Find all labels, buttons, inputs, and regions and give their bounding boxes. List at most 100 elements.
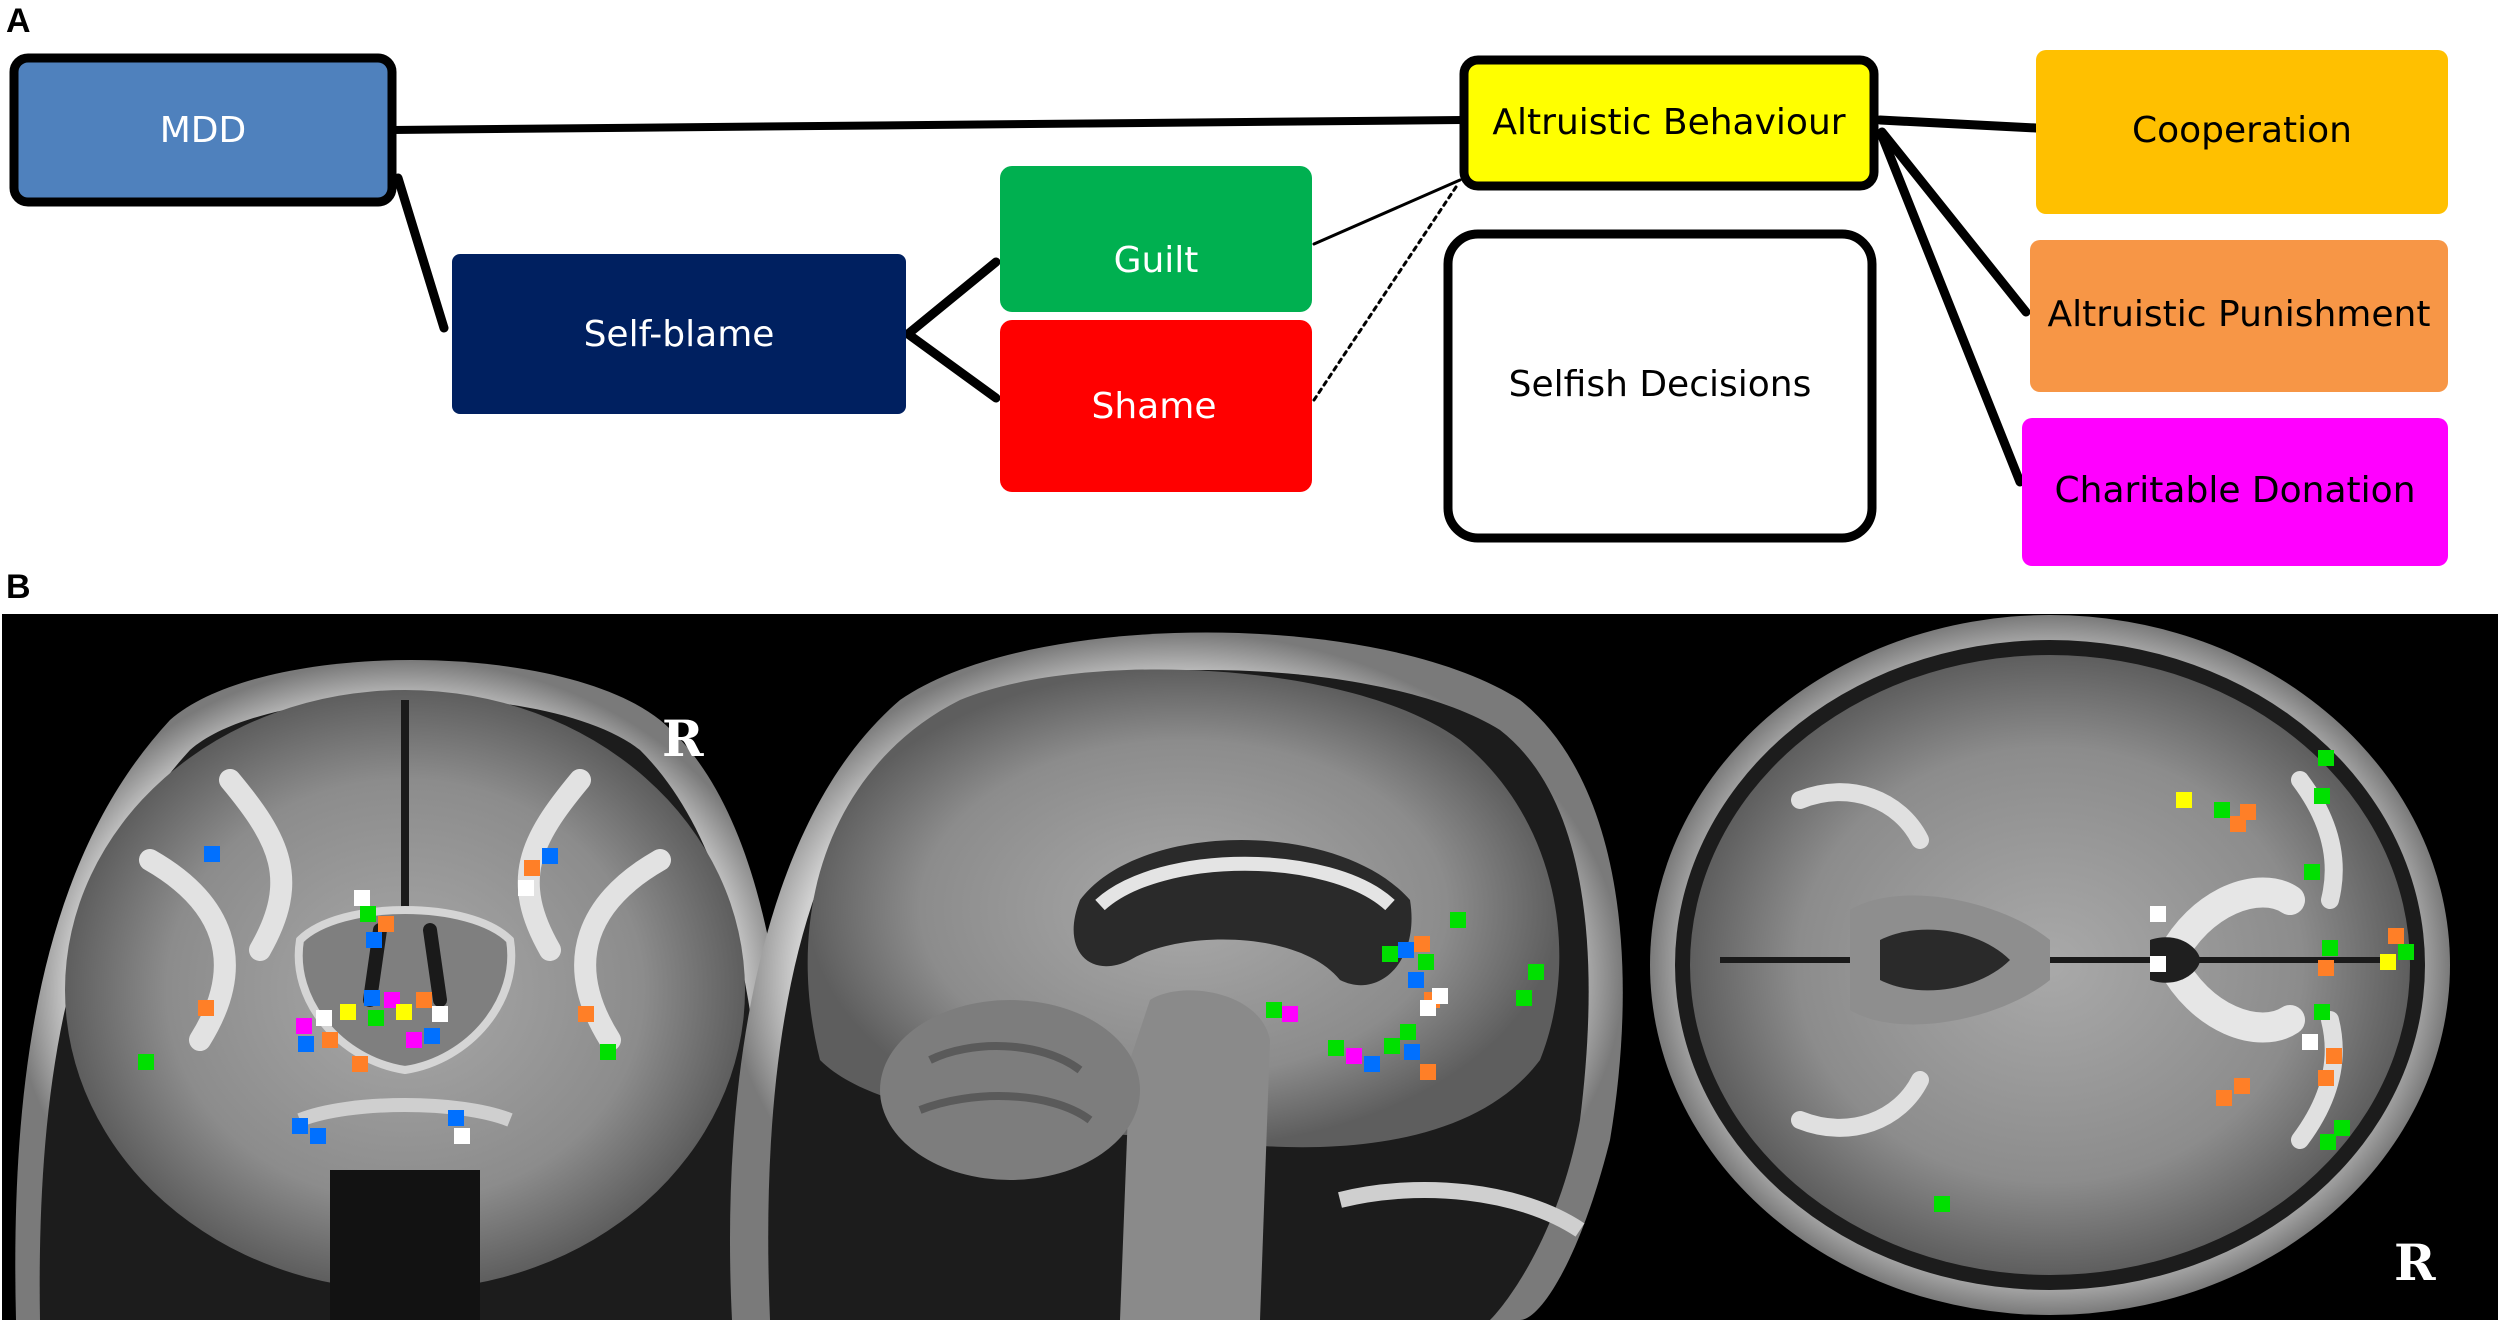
edge-guilt-altruistic (1312, 178, 1462, 246)
edge-shame-altruistic (1312, 182, 1460, 402)
panel-letter-b: B (6, 568, 31, 606)
marker-green (2314, 788, 2330, 804)
marker-orange (2318, 960, 2334, 976)
node-mdd: MDD (9, 53, 397, 207)
marker-green (360, 906, 376, 922)
marker-green (1934, 1196, 1950, 1212)
marker-green (1418, 954, 1434, 970)
node-selfish-decisions-label: Selfish Decisions (1509, 364, 1812, 405)
marker-green (2318, 750, 2334, 766)
node-self-blame: Self-blame (452, 254, 906, 414)
marker-green (138, 1054, 154, 1070)
marker-green (1266, 1002, 1282, 1018)
marker-blue (542, 848, 558, 864)
marker-yellow (396, 1004, 412, 1020)
connectors (388, 115, 2041, 487)
node-cooperation: Cooperation (2036, 50, 2448, 214)
node-charitable-donation-label: Charitable Donation (2054, 470, 2415, 511)
marker-green (1382, 946, 1398, 962)
marker-blue (204, 846, 220, 862)
edge-mdd-selfblame (393, 173, 449, 333)
marker-blue (1404, 1044, 1420, 1060)
marker-green (2398, 944, 2414, 960)
brain-view-axial: R (1650, 615, 2450, 1315)
marker-white (1420, 1000, 1436, 1016)
marker-white (454, 1128, 470, 1144)
node-altruistic-punishment-label: Altruistic Punishment (2048, 294, 2431, 335)
marker-green (1528, 964, 1544, 980)
marker-green (600, 1044, 616, 1060)
marker-green (1516, 990, 1532, 1006)
marker-white (2150, 906, 2166, 922)
marker-orange (2230, 816, 2246, 832)
marker-orange (416, 992, 432, 1008)
panel-letter-a: A (6, 2, 31, 40)
marker-orange (2318, 1070, 2334, 1086)
marker-green (2334, 1120, 2350, 1136)
node-shame-label: Shame (1092, 386, 1217, 427)
marker-yellow (2380, 954, 2396, 970)
marker-magenta (1346, 1048, 1362, 1064)
marker-blue (1408, 972, 1424, 988)
marker-orange (2326, 1048, 2342, 1064)
marker-magenta (1282, 1006, 1298, 1022)
marker-green (1400, 1024, 1416, 1040)
activation-markers (138, 750, 2414, 1212)
marker-orange (198, 1000, 214, 1016)
edge-selfblame-shame (903, 329, 1001, 403)
marker-white (2302, 1034, 2318, 1050)
marker-white (2150, 956, 2166, 972)
edge-altruistic-punishment (1877, 127, 2031, 317)
marker-orange (524, 860, 540, 876)
marker-blue (292, 1118, 308, 1134)
node-guilt: Guilt (1000, 166, 1312, 312)
edge-selfblame-guilt (903, 257, 1001, 339)
marker-orange (2216, 1090, 2232, 1106)
marker-white (316, 1010, 332, 1026)
marker-white (518, 880, 534, 896)
marker-blue (448, 1110, 464, 1126)
marker-green (2322, 940, 2338, 956)
marker-green (1450, 912, 1466, 928)
node-cooperation-label: Cooperation (2132, 110, 2352, 151)
marker-magenta (296, 1018, 312, 1034)
node-selfish-decisions: Selfish Decisions (1443, 229, 1877, 543)
marker-orange (1414, 936, 1430, 952)
marker-orange (1420, 1064, 1436, 1080)
marker-blue (1398, 942, 1414, 958)
marker-yellow (2176, 792, 2192, 808)
marker-green (2320, 1134, 2336, 1150)
node-charitable-donation: Charitable Donation (2022, 418, 2448, 566)
node-guilt-label: Guilt (1114, 240, 1199, 281)
marker-green (368, 1010, 384, 1026)
edge-altruistic-donation (1877, 131, 2025, 487)
marker-blue (364, 990, 380, 1006)
marker-green (1328, 1040, 1344, 1056)
node-self-blame-label: Self-blame (584, 314, 775, 355)
marker-blue (1364, 1056, 1380, 1072)
marker-orange (2234, 1078, 2250, 1094)
marker-magenta (406, 1032, 422, 1048)
marker-orange (322, 1032, 338, 1048)
marker-blue (298, 1036, 314, 1052)
marker-green (2304, 864, 2320, 880)
marker-white (354, 890, 370, 906)
marker-blue (366, 932, 382, 948)
marker-green (2314, 1004, 2330, 1020)
marker-orange (378, 916, 394, 932)
node-altruistic-punishment: Altruistic Punishment (2030, 240, 2448, 392)
marker-yellow (340, 1004, 356, 1020)
marker-orange (578, 1006, 594, 1022)
node-shame: Shame (1000, 320, 1312, 492)
brain-view-sagittal (729, 632, 1623, 1320)
marker-white (432, 1006, 448, 1022)
marker-green (2214, 802, 2230, 818)
marker-blue (310, 1128, 326, 1144)
orientation-label-coronal: R (662, 709, 704, 768)
orientation-label-axial: R (2394, 1233, 2436, 1292)
node-mdd-label: MDD (160, 110, 247, 151)
edge-mdd-altruistic (388, 116, 1466, 134)
node-altruistic-behaviour-label: Altruistic Behaviour (1492, 102, 1845, 143)
edge-altruistic-cooperation (1875, 115, 2041, 133)
